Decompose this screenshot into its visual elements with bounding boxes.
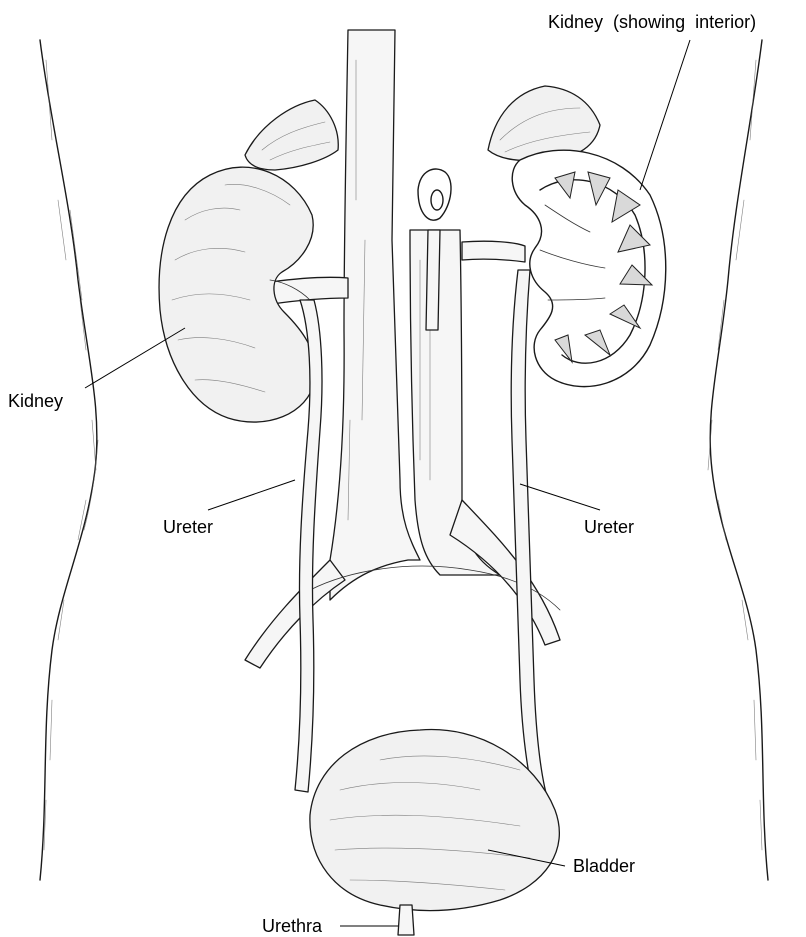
torso-right-outline xyxy=(708,40,768,880)
label-urethra: Urethra xyxy=(262,916,323,936)
aorta xyxy=(330,30,420,600)
label-kidney-interior: Kidney (showing interior) xyxy=(548,12,756,32)
adrenal-gland-left xyxy=(245,100,338,170)
label-bladder: Bladder xyxy=(573,856,635,876)
leader-ureter-right xyxy=(520,484,600,510)
adrenal-gland-right xyxy=(488,86,600,161)
label-ureter-left: Ureter xyxy=(163,517,213,537)
leader-ureter-left xyxy=(208,480,295,510)
leader-kidney xyxy=(85,328,185,388)
urethra-organ xyxy=(398,905,414,935)
torso-left-outline xyxy=(40,40,98,880)
label-kidney: Kidney xyxy=(8,391,63,411)
kidney-right-interior xyxy=(512,150,666,386)
bladder-organ xyxy=(310,730,559,911)
label-ureter-right: Ureter xyxy=(584,517,634,537)
renal-vessels xyxy=(270,241,525,304)
leader-kidney-interior xyxy=(640,40,690,190)
